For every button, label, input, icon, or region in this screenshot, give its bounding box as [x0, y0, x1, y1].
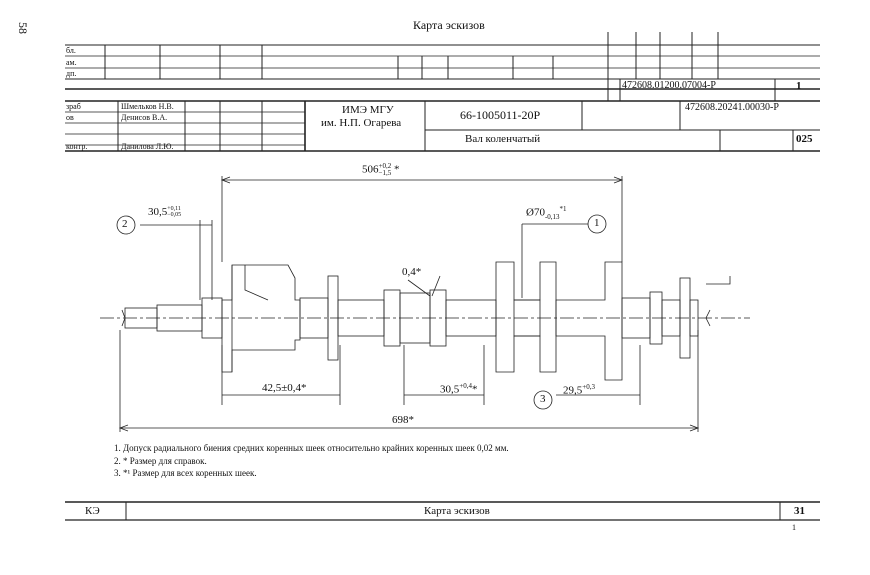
note-1: 1. Допуск радиального биения средних кор… [114, 443, 509, 453]
footer-left: КЭ [85, 505, 100, 517]
dim-30-5-left: 30,5+0,11−0,05 [148, 206, 182, 219]
note-2: 2. * Размер для справок. [114, 456, 207, 466]
footer-sheet: 31 [794, 505, 805, 517]
header-label-1: бл. [66, 46, 76, 55]
callout-2: 2 [122, 218, 128, 230]
dim-d70: Ø70-0,13*1 [526, 205, 567, 221]
name-checker: Денисов В.А. [121, 113, 168, 122]
dim-506: 506+0,2−1,5 * [362, 162, 400, 177]
doc-code-top: 472608.01200.07004-Р [622, 80, 716, 91]
header-label-2: ам. [66, 58, 77, 67]
callout-3: 3 [540, 393, 546, 405]
organization-line2: им. Н.П. Огарева [321, 117, 402, 129]
doc-title: Карта эскизов [413, 18, 485, 32]
doc-code-main: 472608.20241.00030-Р [685, 102, 779, 113]
note-3: 3. *¹ Размер для всех коренных шеек. [114, 468, 257, 478]
part-number: 66-1005011-20Р [460, 108, 541, 122]
dim-30-5-right: 30,5+0,4* [440, 382, 478, 396]
sheet-top: 1 [796, 80, 802, 92]
organization-line1: ИМЭ МГУ [342, 104, 394, 116]
name-control: Данилова Л.Ю. [121, 142, 174, 151]
callout-1: 1 [594, 217, 600, 229]
role-developer: зраб [66, 102, 81, 111]
footer-small-mark: 1 [792, 523, 796, 532]
dim-698: 698* [392, 414, 414, 426]
code-025: 025 [796, 133, 813, 145]
dim-42-5: 42,5±0,4* [262, 382, 307, 394]
part-name: Вал коленчатый [465, 133, 541, 145]
role-control: контр. [66, 142, 88, 151]
role-checker: ов [66, 113, 74, 122]
footer-title: Карта эскизов [424, 505, 490, 517]
dim-29-5: 29,5+0,3 [563, 383, 595, 397]
name-developer: Шмельков Н.В. [121, 102, 174, 111]
dim-0-4: 0,4* [402, 266, 422, 278]
header-label-3: дп. [66, 69, 77, 78]
